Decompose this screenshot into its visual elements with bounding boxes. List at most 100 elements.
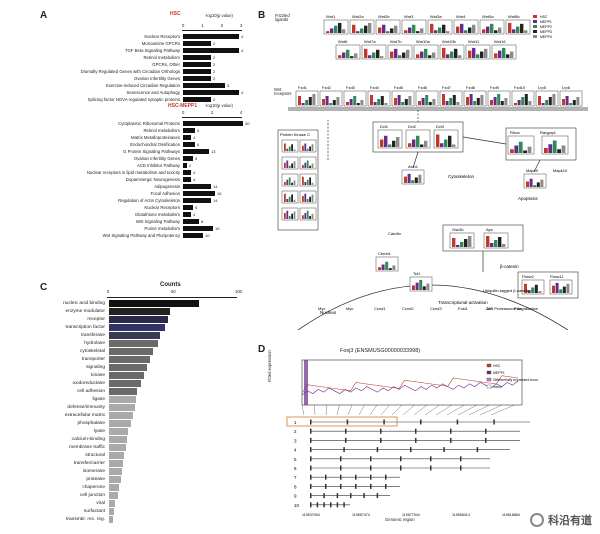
- mini-chart-bar: [523, 150, 527, 153]
- mini-chart-bar: [442, 24, 446, 33]
- node-label: Ubiquitin-tagged β-catenin: [483, 288, 530, 293]
- exon-mark: [340, 483, 342, 489]
- isoform-label: 6: [294, 466, 297, 471]
- target-gene-label: Fosl1: [458, 306, 469, 311]
- enrichment-count: 2: [189, 163, 192, 168]
- category-label: receptor: [87, 317, 105, 322]
- enrichment-count: 3: [227, 83, 230, 88]
- mini-chart-bar: [524, 94, 528, 105]
- highlighted-isoform-box: [286, 416, 398, 427]
- category-bar: [109, 460, 124, 467]
- isoform-label: 10: [294, 503, 300, 508]
- category-bar: [109, 356, 150, 363]
- category-label: phosphatase: [77, 421, 105, 426]
- exon-connector: [446, 404, 465, 416]
- mini-chart-bar: [472, 47, 476, 58]
- mini-chart-bar: [360, 28, 364, 33]
- mini-chart-bar: [364, 48, 368, 58]
- mini-chart-bar: [438, 27, 442, 33]
- target-gene-label: Myc: [318, 306, 325, 311]
- mini-chart-bar: [311, 144, 314, 151]
- mini-chart-bar: [286, 179, 289, 185]
- exon-connector: [336, 404, 340, 416]
- exon-mark: [310, 493, 312, 499]
- axis-tick-label: 2: [220, 23, 223, 28]
- enrichment-label: Purine metabolism: [144, 226, 180, 231]
- category-row: cytoskeletal: [40, 347, 153, 356]
- category-bar: [109, 388, 138, 395]
- exon-mark: [350, 493, 352, 499]
- exon-mark: [310, 483, 312, 489]
- mini-chart-bar: [342, 52, 346, 58]
- enrichment-row: Nuclear receptors in lipid metabolism an…: [40, 169, 195, 176]
- mini-chart-bar: [468, 236, 472, 247]
- node-label: β-catenin: [500, 264, 519, 269]
- mini-chart-bar: [293, 149, 296, 151]
- mini-chart-bar: [527, 290, 531, 293]
- mini-chart-bar: [291, 163, 293, 168]
- enrichment-count: 30: [245, 121, 250, 126]
- mini-chart-bar: [293, 161, 296, 168]
- legend-swatch: [533, 20, 537, 23]
- mini-chart-bar: [305, 100, 309, 105]
- mini-chart-bar: [342, 29, 346, 33]
- legend-label: MEPP3: [540, 30, 552, 34]
- legend-label: MEPP2: [540, 25, 552, 29]
- node-label: Tcf1: [413, 271, 421, 276]
- target-gene-label: Jun: [486, 306, 492, 311]
- mini-chart-bar: [301, 103, 305, 105]
- mini-chart-bar: [286, 199, 289, 202]
- mini-chart-bar: [414, 177, 418, 183]
- mini-chart-bar: [524, 30, 528, 33]
- enrichment-count: 6: [197, 128, 200, 133]
- category-row: protease: [40, 475, 121, 484]
- mini-chart-bar: [497, 94, 501, 105]
- category-row: calcium-binding: [40, 435, 127, 444]
- category-label: oxidoreductase: [72, 381, 105, 386]
- enrichment-label: Retinol metabolism: [143, 128, 180, 133]
- receptor-label: Lrp5: [538, 85, 547, 90]
- receptor-label: Fzd3: [346, 85, 356, 90]
- enrichment-count: 2: [213, 41, 216, 46]
- mini-chart-bar: [569, 103, 573, 105]
- mini-chart-bar: [398, 55, 402, 58]
- legend-label: HSC: [540, 15, 548, 19]
- mini-chart-bar: [291, 144, 293, 151]
- mini-chart-bar: [349, 99, 353, 105]
- isoform-label: 1: [294, 420, 297, 425]
- mini-chart-bar: [452, 144, 456, 147]
- mini-chart-bar: [406, 49, 410, 58]
- panel-c-axis: [107, 297, 237, 298]
- category-bar: [109, 428, 129, 435]
- exon-mark: [330, 502, 332, 508]
- category-row: membrane traffic: [40, 443, 126, 452]
- mini-chart-bar: [381, 264, 385, 270]
- enrichment-count: 4: [241, 90, 244, 95]
- mini-chart-bar: [338, 55, 342, 58]
- mini-chart-bar: [284, 182, 286, 185]
- mini-chart-bar: [449, 98, 453, 105]
- category-row: transporter: [40, 355, 150, 364]
- mini-chart-bar: [291, 213, 293, 219]
- isoform-label: 4: [294, 448, 297, 453]
- exon-mark: [343, 447, 345, 453]
- exon-mark: [400, 456, 402, 462]
- mini-chart-bar: [311, 163, 314, 168]
- node-label: Cytoskeleton: [448, 174, 475, 179]
- ligand-label: Wnt11: [468, 39, 480, 44]
- mini-chart-bar: [288, 146, 291, 151]
- mini-chart-bar: [397, 95, 401, 105]
- mini-chart-bar: [456, 102, 460, 105]
- exon-mark: [460, 456, 462, 462]
- mini-chart-bar: [302, 165, 304, 168]
- exon-mark: [323, 502, 325, 508]
- mini-chart-bar: [566, 283, 570, 293]
- mini-chart-bar: [378, 27, 382, 33]
- enrichment-row: Splicing factor NOVA regulated synaptic …: [40, 96, 215, 103]
- node-label: Transcriptional activation: [438, 300, 488, 305]
- legend-swatch: [486, 384, 492, 389]
- mini-chart-bar: [498, 50, 502, 58]
